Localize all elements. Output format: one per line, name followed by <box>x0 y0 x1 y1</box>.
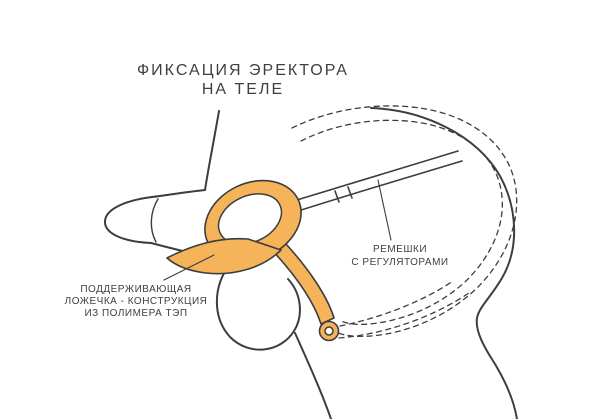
glans-line <box>103 196 153 244</box>
rear-strap-lower <box>338 292 470 339</box>
waist-strap-back-inner <box>300 119 503 326</box>
straps-label-line-2: С РЕГУЛЯТОРАМИ <box>351 257 448 268</box>
buckle-ring-hole <box>324 326 334 336</box>
base-ring-hole <box>217 193 283 245</box>
title-line-1: ФИКСАЦИЯ ЭРЕКТОРА <box>137 62 349 79</box>
annotations: РЕМЕШКИ С РЕГУЛЯТОРАМИ ПОДДЕРЖИВАЮЩАЯ ЛО… <box>65 179 448 319</box>
waist-strap-back-outer <box>291 105 518 338</box>
harness <box>166 179 340 342</box>
front-strap-top-edge <box>286 150 459 204</box>
hidden-straps <box>291 105 518 339</box>
inner-thigh-line <box>294 332 332 419</box>
diagram-title: ФИКСАЦИЯ ЭРЕКТОРА НА ТЕЛЕ <box>137 62 349 98</box>
scrotum-line <box>215 263 301 351</box>
perineal-strap <box>271 243 335 325</box>
strap-adjuster-ticks <box>334 186 353 203</box>
support-spoon <box>166 237 282 275</box>
front-strap <box>286 150 463 215</box>
abdomen-line <box>204 110 220 191</box>
support-label-line-2: ЛОЖЕЧКА - КОНСТРУКЦИЯ <box>65 296 208 307</box>
title-line-2: НА ТЕЛЕ <box>202 81 284 98</box>
rear-strap-upper <box>339 280 454 327</box>
straps-leader-line <box>377 179 392 241</box>
straps-label-line-1: РЕМЕШКИ <box>373 244 427 255</box>
shaft-top-line <box>151 189 206 198</box>
front-strap-bottom-edge <box>288 160 463 215</box>
support-leader-line <box>163 254 215 281</box>
corona-line <box>150 198 159 243</box>
support-label-line-1: ПОДДЕРЖИВАЮЩАЯ <box>80 284 191 295</box>
support-label-line-3: ИЗ ПОЛИМЕРА ТЭП <box>84 308 187 319</box>
